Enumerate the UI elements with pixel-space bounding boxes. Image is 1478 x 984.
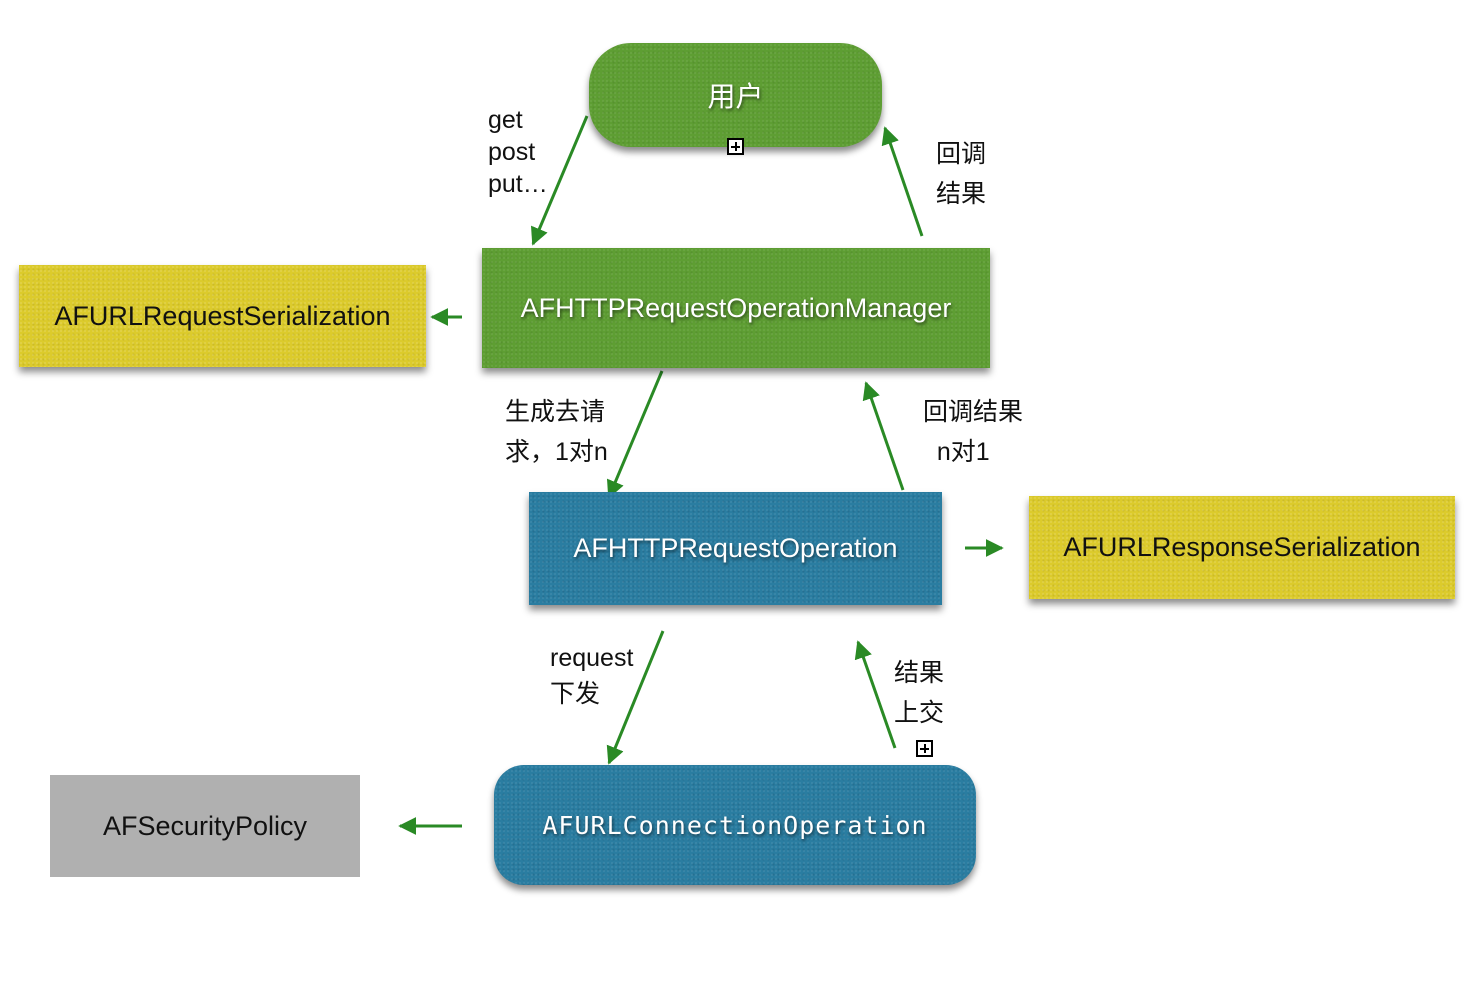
node-connection-operation-label: AFURLConnectionOperation bbox=[542, 810, 928, 840]
edge-label-manager-to-user: 回调 结果 bbox=[936, 140, 987, 208]
edge-label-manager-to-operation: 生成去请 求，1对n bbox=[505, 398, 608, 466]
node-connection-operation[interactable]: AFURLConnectionOperation bbox=[494, 765, 976, 885]
node-request-operation[interactable]: AFHTTPRequestOperation bbox=[529, 492, 942, 605]
arrow-user-to-manager bbox=[531, 115, 589, 246]
expand-icon[interactable] bbox=[916, 740, 933, 757]
arrow-manager-to-user bbox=[881, 126, 924, 237]
node-request-operation-label: AFHTTPRequestOperation bbox=[573, 533, 898, 563]
arrow-manager-to-operation bbox=[606, 370, 664, 499]
edge-label-user-to-manager: get post put… bbox=[488, 106, 548, 198]
node-user-label: 用户 bbox=[707, 81, 764, 112]
arrow-operation-to-manager bbox=[862, 381, 905, 491]
node-manager[interactable]: AFHTTPRequestOperationManager bbox=[482, 248, 990, 368]
node-security-policy[interactable]: AFSecurityPolicy bbox=[50, 775, 360, 877]
node-request-serialization-label: AFURLRequestSerialization bbox=[54, 300, 391, 331]
node-response-serialization-label: AFURLResponseSerialization bbox=[1063, 532, 1421, 562]
node-user[interactable]: 用户 bbox=[589, 43, 882, 147]
node-manager-label: AFHTTPRequestOperationManager bbox=[520, 292, 952, 323]
node-security-policy-label: AFSecurityPolicy bbox=[102, 810, 308, 841]
edge-label-operation-to-manager: 回调结果 n对1 bbox=[923, 398, 1024, 466]
edge-label-operation-to-connection: request 下发 bbox=[550, 644, 634, 708]
node-request-serialization[interactable]: AFURLRequestSerialization bbox=[19, 265, 426, 367]
arrow-operation-to-connection bbox=[606, 630, 665, 765]
expand-icon[interactable] bbox=[727, 138, 744, 155]
node-response-serialization[interactable]: AFURLResponseSerialization bbox=[1029, 496, 1455, 599]
edge-label-connection-to-operation: 结果 上交 bbox=[894, 659, 945, 727]
arrow-connection-to-operation bbox=[854, 640, 897, 749]
